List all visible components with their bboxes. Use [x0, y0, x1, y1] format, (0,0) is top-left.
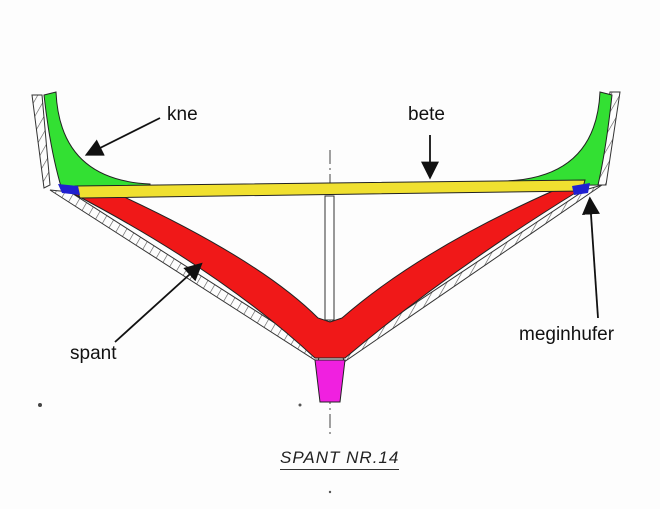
keel — [314, 359, 346, 403]
label-meginhufer: meginhufer — [519, 324, 615, 345]
bete-beam — [74, 179, 586, 199]
meginhufer-left — [58, 184, 80, 195]
label-bete: bete — [408, 104, 445, 125]
kne-left — [43, 91, 151, 191]
arrow-kne — [84, 117, 161, 156]
arrow-spant — [114, 262, 203, 343]
label-spant: spant — [70, 343, 117, 364]
centre-post — [324, 195, 335, 321]
drawing-title: SPANT NR.14 — [280, 448, 400, 470]
hull-planking-left — [49, 189, 321, 363]
side-strake-left — [31, 94, 51, 189]
kne-right — [504, 91, 613, 187]
arrow-meginhufer — [581, 196, 600, 319]
label-kne: kne — [167, 104, 198, 125]
meginhufer-right — [572, 183, 590, 195]
